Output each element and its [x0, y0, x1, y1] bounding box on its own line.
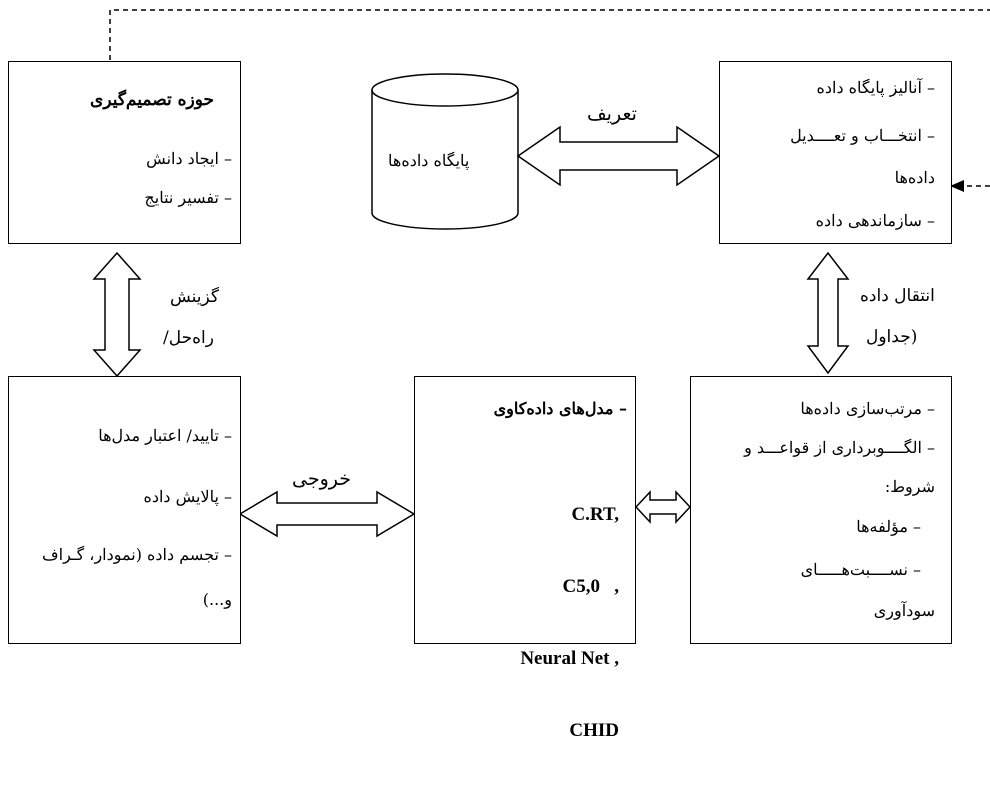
- validation-item-2: – پالایش داده: [143, 487, 232, 506]
- models-title: – مدل‌های داده‌کاوی: [493, 399, 627, 418]
- validation-item-3-cont: و...): [202, 590, 232, 609]
- transfer-label-line2: (جداول: [866, 327, 918, 347]
- choose-solution-double-arrow: [92, 251, 142, 378]
- output-double-arrow: [238, 490, 416, 538]
- patterns-box: – مرتب‌سازی داده‌ها – الگــــوبرداری از …: [690, 376, 952, 644]
- database-label: پایگاه داده‌ها: [388, 151, 470, 170]
- feedback-arrowhead: [950, 180, 964, 192]
- output-label: خروجی: [292, 468, 351, 490]
- database-analysis-box: – آنالیز پایگاه داده – انتخـــاب و تعـــ…: [719, 61, 952, 244]
- decision-item-interpret: – تفسیر نتایج: [144, 188, 232, 207]
- analysis-item-3: – سازماندهی داده: [815, 211, 935, 230]
- transfer-label-line1: انتقال داده: [860, 286, 935, 306]
- choose-label-line1: گزینش: [170, 287, 220, 307]
- decision-item-knowledge: – ایجاد دانش: [146, 149, 232, 168]
- models-patterns-double-arrow: [634, 490, 692, 524]
- diagram-canvas: [92, 9, 990, 538]
- choose-label-line2: راه‌حل/: [163, 328, 214, 348]
- validation-item-3: – تجسم داده (نمودار، گـراف: [42, 545, 232, 564]
- database-cylinder-icon: [371, 73, 519, 230]
- model-c50: C5,0 ,: [562, 576, 619, 597]
- model-neural-net: Neural Net ,: [520, 648, 619, 669]
- transfer-double-arrow: [806, 251, 850, 375]
- analysis-item-2-cont: داده‌ها: [894, 168, 935, 187]
- validation-box: – تایید/ اعتبار مدل‌ها – پالایش داده – ت…: [8, 376, 241, 644]
- patterns-item-3: – مؤلفه‌ها: [856, 517, 921, 536]
- patterns-item-2-cont: شروط:: [884, 477, 935, 496]
- models-list: C.RT, C5,0 , Neural Net , CHID: [520, 455, 619, 791]
- patterns-item-2: – الگــــوبرداری از قواعـــد و: [744, 438, 935, 457]
- validation-item-1: – تایید/ اعتبار مدل‌ها: [98, 426, 232, 445]
- definition-label: تعریف: [587, 103, 637, 125]
- patterns-item-4-cont: سودآوری: [873, 601, 935, 620]
- decision-area-box: حوزه تصمیم‌گیری – ایجاد دانش – تفسیر نتا…: [8, 61, 241, 244]
- feedback-dashed-line: [109, 9, 990, 60]
- analysis-item-1: – آنالیز پایگاه داده: [816, 78, 935, 97]
- data-mining-models-box: – مدل‌های داده‌کاوی C.RT, C5,0 , Neural …: [414, 376, 636, 741]
- model-crt: C.RT,: [571, 504, 619, 525]
- model-chid: CHID: [569, 720, 619, 741]
- definition-double-arrow: [516, 125, 721, 187]
- patterns-item-4: – نســــبت‌هـــــای: [800, 560, 921, 579]
- analysis-item-2: – انتخـــاب و تعــــدیل: [790, 126, 935, 145]
- decision-area-title: حوزه تصمیم‌گیری: [90, 90, 214, 110]
- patterns-item-1: – مرتب‌سازی داده‌ها: [800, 399, 935, 418]
